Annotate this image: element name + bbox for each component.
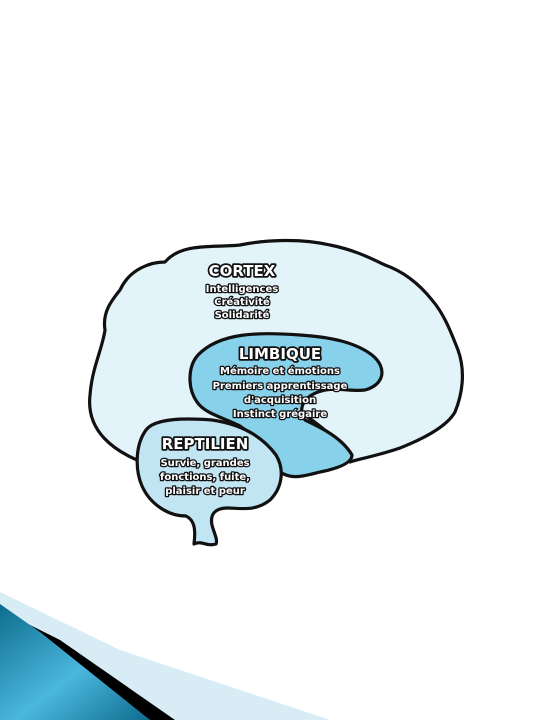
- reptilien-region: [135, 417, 283, 547]
- brain-diagram: [88, 238, 464, 547]
- limbique-line-1: Mémoire et émotions: [220, 365, 340, 377]
- cortex-line-2: Créativité: [214, 296, 270, 308]
- reptilien-line-3: plaisir et peur: [165, 486, 245, 497]
- reptilien-label: REPTILIEN Survie, grandes fonctions, fui…: [159, 433, 252, 498]
- reptilien-line-2: fonctions, fuite,: [160, 472, 250, 483]
- limbique-label: LIMBIQUE Mémoire et émotions Premiers ap…: [211, 343, 349, 421]
- cortex-line-1: Intelligences: [206, 284, 278, 295]
- limbique-line-4: Instinct grégaire: [233, 408, 327, 420]
- reptilien-title: REPTILIEN: [162, 435, 249, 453]
- limbique-line-2: Premiers apprentissage: [213, 381, 348, 392]
- cortex-label: CORTEX Intelligences Créativité Solidari…: [204, 260, 279, 322]
- corner-decoration: [0, 592, 330, 720]
- limbique-title: LIMBIQUE: [239, 345, 321, 363]
- cortex-line-3: Solidarité: [215, 309, 270, 321]
- corner-gradient-band: [0, 604, 150, 720]
- cortex-title: CORTEX: [209, 262, 276, 280]
- limbique-line-3: d'acquisition: [244, 395, 316, 406]
- reptilien-line-1: Survie, grandes: [160, 458, 249, 469]
